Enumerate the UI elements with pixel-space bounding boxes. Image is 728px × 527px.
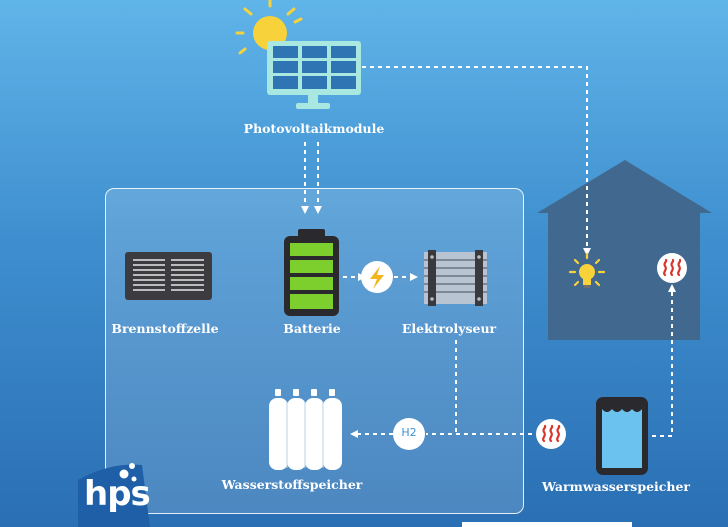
hotwater-to-heat-line xyxy=(652,290,673,437)
arrowhead-lamp xyxy=(583,248,591,256)
battery-label: Batterie xyxy=(283,321,341,336)
fuel-cell-label: Brennstoffzelle xyxy=(111,321,219,336)
arrowhead-electrolyzer xyxy=(410,273,418,281)
pv-to-lamp-line xyxy=(362,66,588,250)
h2-label: H2 xyxy=(401,426,417,439)
arrowhead-battery-a xyxy=(301,206,309,214)
hot-water-label: Warmwasserspeicher xyxy=(541,479,691,494)
arrowhead-heat xyxy=(668,284,676,292)
electrolyzer-label: Elektrolyseur xyxy=(401,321,497,336)
hps-logo-text: hps xyxy=(84,474,151,514)
arrowhead-storage xyxy=(350,430,358,438)
pv-label: Photovoltaikmodule xyxy=(243,121,385,136)
h2-storage-label: Wasserstoffspeicher xyxy=(221,477,363,492)
arrowhead-battery-b xyxy=(314,206,322,214)
bottom-white-bar xyxy=(462,522,632,527)
sun-icon xyxy=(235,0,303,55)
